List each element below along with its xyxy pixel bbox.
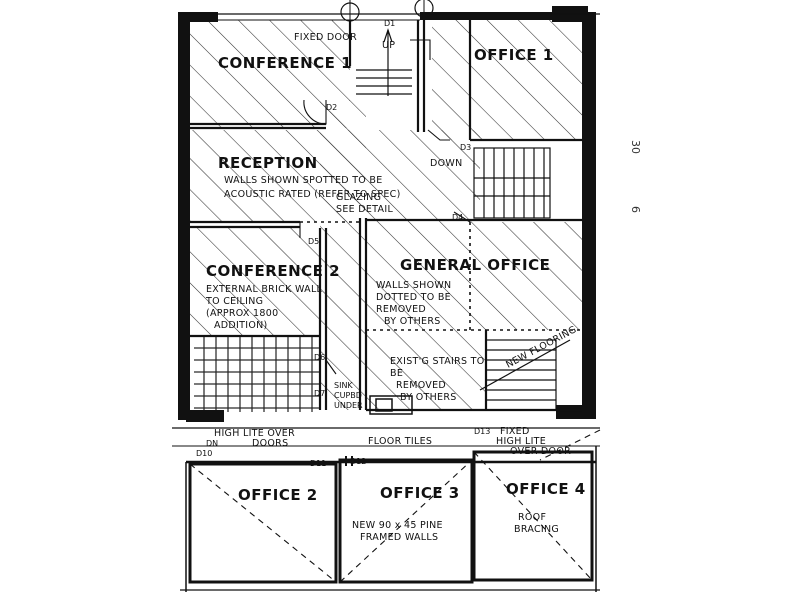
- office-1-hatch: [432, 20, 582, 140]
- note-stairs-line-1: EXIST'G STAIRS TO: [390, 356, 485, 367]
- room-label-general-office: GENERAL OFFICE: [400, 256, 550, 274]
- lower-annexe: [172, 427, 600, 592]
- note-high-lite-line-2: DOORS: [252, 438, 288, 449]
- door-tag-d7: D7: [314, 389, 325, 398]
- door-tag-d3: D3: [460, 143, 471, 152]
- note-acoustic-line-1: WALLS SHOWN SPOTTED TO BE: [224, 175, 383, 186]
- note-remove-line-4: BY OTHERS: [384, 316, 441, 327]
- note-brick-line-3: (APPROX 1800: [206, 308, 278, 319]
- note-sink-line-2: CUPBD: [334, 391, 362, 400]
- room-label-office-1: OFFICE 1: [474, 46, 554, 64]
- lower-stair: [479, 339, 571, 411]
- note-dn: DN: [206, 439, 218, 448]
- corridor-hatch: [320, 100, 366, 410]
- roof-bracing: [189, 429, 601, 583]
- conference-2-hatch: [190, 228, 320, 336]
- door-tag-d2: D2: [326, 103, 337, 112]
- note-new-walls-line-1: NEW 90 x 45 PINE: [352, 520, 443, 531]
- door-swings: [299, 39, 471, 375]
- room-labels: CONFERENCE 1 OFFICE 1 RECEPTION CONFEREN…: [206, 46, 586, 504]
- note-stairs-line-4: BY OTHERS: [400, 392, 457, 403]
- margin-dimension-30: 30: [629, 140, 642, 154]
- sink-bench: [369, 395, 413, 415]
- margin-dimension-6: 6: [629, 206, 642, 213]
- note-acoustic-line-2: ACOUSTIC RATED (REFER TO SPEC): [224, 189, 401, 200]
- note-brick-line-2: TO CEILING: [205, 296, 263, 307]
- note-stairs-line-3: REMOVED: [396, 380, 446, 391]
- note-up: UP: [382, 40, 395, 51]
- note-fixed-high-line-2: HIGH LITE: [496, 436, 546, 447]
- note-stairs-line-2: BE: [390, 368, 403, 379]
- note-fixed-high-line-1: FIXED: [500, 426, 530, 437]
- door-tags: D1 D2 D3 D4 D5 D6 D7 D10 D11 D12 D13: [196, 19, 490, 468]
- note-glazing-line-1: GLAZING: [336, 192, 381, 203]
- note-down: DOWN: [430, 158, 463, 169]
- exterior-walls: [178, 6, 596, 422]
- upper-stair: [356, 28, 412, 96]
- note-remove-line-2: DOTTED TO BE: [376, 292, 451, 303]
- door-tag-d11: D11: [310, 459, 326, 468]
- note-high-lite-line-1: HIGH LITE OVER: [214, 428, 295, 439]
- room-label-office-2: OFFICE 2: [238, 486, 318, 504]
- note-new-walls-line-2: FRAMED WALLS: [360, 532, 438, 543]
- door-tag-d10: D10: [196, 449, 212, 458]
- room-label-reception: RECEPTION: [218, 154, 318, 172]
- note-floor-tiles: FLOOR TILES: [368, 436, 432, 447]
- note-roof-line-2: BRACING: [514, 524, 559, 535]
- door-tag-d12: D12: [350, 457, 366, 466]
- dotted-walls: [300, 221, 582, 331]
- door-tag-d6: D6: [314, 353, 325, 362]
- room-label-office-3: OFFICE 3: [380, 484, 460, 502]
- note-glazing-line-2: SEE DETAIL: [336, 204, 393, 215]
- note-roof-line-1: ROOF: [518, 512, 546, 523]
- room-hatching: [190, 20, 582, 412]
- room-label-conference-2: CONFERENCE 2: [206, 262, 340, 280]
- note-remove-line-3: REMOVED: [376, 304, 426, 315]
- door-tag-d1: D1: [384, 19, 395, 28]
- note-sink-line-3: UNDER: [334, 401, 363, 410]
- door-tag-d5: D5: [308, 237, 319, 246]
- note-fixed-door: FIXED DOOR: [294, 32, 357, 43]
- tiled-floor: [194, 336, 320, 412]
- note-fixed-high-line-3: OVER DOOR: [510, 446, 571, 457]
- general-office-hatch: [366, 222, 582, 330]
- note-new-flooring: NEW FLOORING: [504, 324, 578, 371]
- door-tag-d13: D13: [474, 427, 490, 436]
- room-label-conference-1: CONFERENCE 1: [218, 54, 352, 72]
- note-brick-line-1: EXTERNAL BRICK WALL: [206, 284, 323, 295]
- room-label-office-4: OFFICE 4: [506, 480, 586, 498]
- note-sink-line-1: SINK: [334, 381, 353, 390]
- note-remove-line-1: WALLS SHOWN: [376, 280, 451, 291]
- note-brick-line-4: ADDITION): [214, 320, 268, 331]
- door-tag-d4: D4: [452, 213, 463, 222]
- right-stair: [473, 147, 551, 219]
